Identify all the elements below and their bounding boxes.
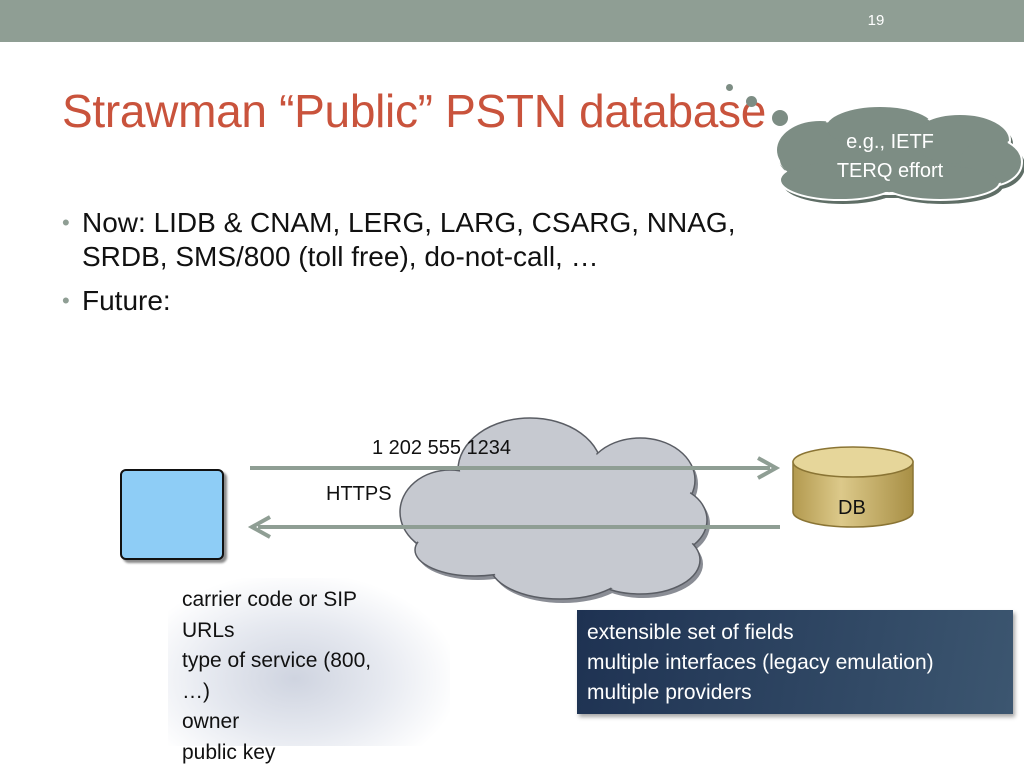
response-field: type of service (800, [182, 649, 372, 672]
db-feature: extensible set of fields [587, 621, 794, 644]
db-feature: multiple providers [587, 681, 752, 704]
db-feature: multiple interfaces (legacy emulation) [587, 651, 934, 674]
bullet-icon: • [62, 210, 70, 235]
bullet-list: • Now: LIDB & CNAM, LERG, LARG, CSARG, N… [62, 206, 942, 328]
bullet-line: SRDB, SMS/800 (toll free), do-not-call, … [82, 241, 599, 272]
bullet-item-now: • Now: LIDB & CNAM, LERG, LARG, CSARG, N… [62, 206, 942, 274]
thought-bubble-dot [746, 96, 757, 107]
phone-number-label: 1 202 555 1234 [372, 437, 512, 459]
callout-text: e.g., IETF TERQ effort [800, 128, 980, 186]
bullet-icon: • [62, 288, 70, 313]
bullet-line: Future: [82, 285, 171, 316]
slide-title: Strawman “Public” PSTN database [62, 85, 766, 137]
db-label: DB [838, 497, 866, 519]
db-features-box: extensible set of fields multiple interf… [577, 610, 1013, 714]
callout-line-1: e.g., IETF [846, 131, 934, 153]
thought-bubble-dot [726, 84, 733, 91]
response-field: carrier code or SIP [182, 588, 358, 611]
slide-number: 19 [867, 12, 885, 29]
response-fields-list: carrier code or SIP URLs type of service… [182, 585, 371, 768]
database-cylinder-icon [792, 446, 914, 528]
response-field: owner [182, 710, 240, 733]
top-bar: 19 [0, 0, 1024, 42]
network-cloud-icon [399, 417, 710, 603]
bullet-item-future: • Future: [62, 284, 942, 318]
callout-cloud-icon [775, 105, 1024, 204]
response-field: URLs [182, 618, 235, 642]
callout-line-2: TERQ effort [836, 160, 944, 182]
response-field: public key [182, 740, 276, 764]
response-fields-background [168, 578, 450, 746]
thought-bubble-dot [772, 110, 788, 126]
https-label: HTTPS [326, 483, 392, 505]
sip-phone-device [120, 469, 224, 560]
request-arrow [250, 456, 781, 480]
bullet-line: Now: LIDB & CNAM, LERG, LARG, CSARG, NNA… [82, 207, 736, 238]
response-field: …) [182, 679, 210, 703]
response-arrow [247, 515, 780, 539]
